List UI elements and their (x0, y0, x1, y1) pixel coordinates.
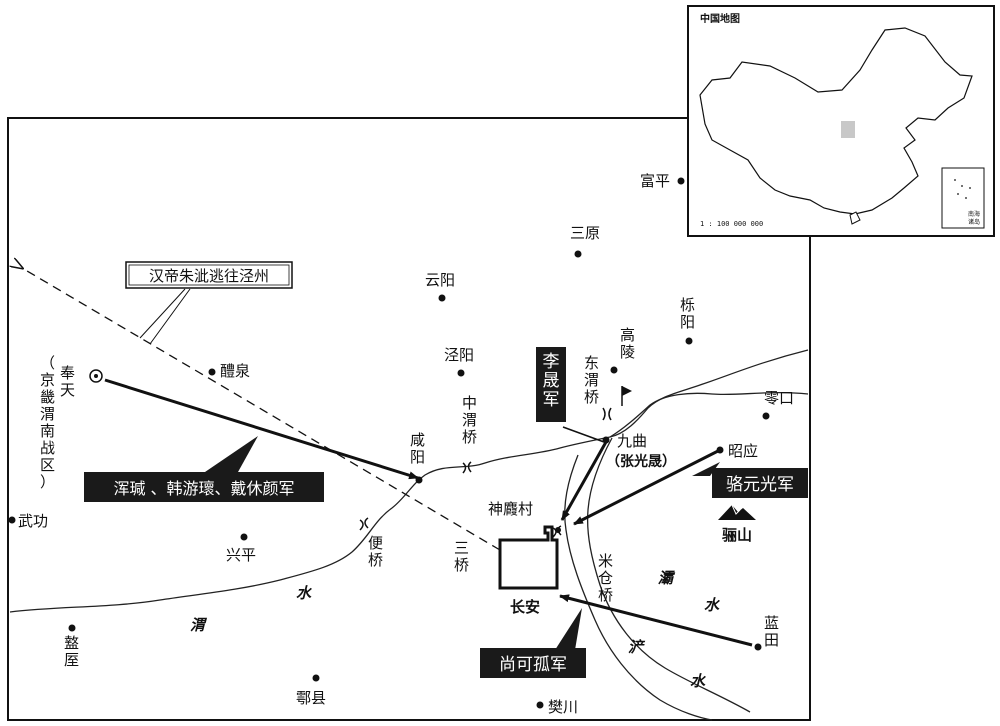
inset-title: 中国地图 (700, 12, 740, 25)
svg-text:李晟军: 李晟军 (543, 352, 560, 410)
svg-text:诸岛: 诸岛 (968, 218, 980, 226)
place-fuping: 富平 (640, 172, 670, 190)
place-fengtian: 奉天 (60, 364, 75, 399)
place-lingkou: 零口 (764, 389, 794, 407)
bridge-zhongwei: 中渭桥 (462, 394, 477, 446)
place-zhouzhi: 盩厔 (64, 634, 79, 669)
place-fengtian-note: （京畿渭南战区） (40, 354, 55, 491)
svg-text:浑瑊 、韩游瓌、戴休颜军: 浑瑊 、韩游瓌、戴休颜军 (113, 479, 294, 498)
place-xianyang: 咸阳 (410, 431, 425, 466)
svg-text:骆元光军: 骆元光军 (726, 475, 794, 495)
place-jiuqu: 九曲 (617, 432, 647, 450)
army-arrows (104, 378, 753, 647)
army-label-lisheng: 李晟军 (536, 347, 566, 422)
river-wei-1: 渭 (190, 616, 208, 634)
flag-icon (621, 386, 632, 406)
place-xingping: 兴平 (226, 546, 256, 564)
svg-text:南海: 南海 (968, 210, 980, 218)
inset-scale: 1 : 100 000 000 (700, 220, 763, 228)
hun-army-arrow (104, 378, 419, 480)
bridge-bian: 便桥 (368, 534, 383, 569)
place-yunyang: 云阳 (425, 271, 455, 289)
city-dots (8, 177, 770, 709)
place-huxian: 鄠县 (296, 689, 326, 707)
place-fanchuan: 樊川 (548, 698, 578, 716)
place-jiuqu-note: （张光晟） (606, 453, 676, 470)
army-label-shangkegu: 尚可孤军 (480, 608, 586, 678)
place-liyang: 栎阳 (680, 296, 695, 331)
mountain-icon (718, 504, 756, 520)
route-label: 汉帝朱泚逃往泾州 (149, 267, 269, 285)
place-wugong: 武功 (18, 512, 48, 530)
place-lantian: 蓝田 (764, 614, 779, 649)
lisheng-leader-line (562, 426, 605, 443)
place-gaoling: 高陵 (620, 326, 635, 361)
place-sanyuan: 三原 (570, 224, 600, 242)
shangkegu-army-arrow (559, 594, 753, 647)
bridge-san: 三桥 (454, 539, 469, 574)
map-frame (7, 117, 811, 721)
ba-river (586, 437, 751, 713)
inset-highlight-region (841, 121, 855, 138)
svg-text:尚可孤军: 尚可孤军 (499, 655, 567, 675)
wei-river (9, 349, 809, 613)
bridge-micang: 米仓桥 (598, 552, 613, 604)
bridge-dongwei: 东渭桥 (584, 354, 599, 406)
lisheng-army-arrow-1 (560, 441, 608, 521)
army-label-luoyuanguang: 骆元光军 (692, 462, 808, 498)
army-label-hun: 浑瑊 、韩游瓌、戴休颜军 (84, 436, 324, 502)
place-lishan: 骊山 (722, 526, 752, 544)
place-liquan: 醴泉 (220, 362, 250, 380)
retreat-route-line (22, 268, 501, 551)
river-ba-2: 水 (704, 596, 720, 614)
inset-china-map: 中国地图 南海 诸岛 1 : 100 000 000 (687, 5, 995, 237)
river-wei-2: 水 (296, 584, 312, 602)
luoyuanguang-army-arrow (573, 448, 721, 526)
place-jingyang: 泾阳 (444, 346, 474, 364)
place-shenlu: 神麚村 (488, 500, 533, 518)
route-label-callout: 汉帝朱泚逃往泾州 (125, 261, 293, 345)
place-changan: 长安 (510, 598, 540, 616)
bridge-symbols (359, 407, 612, 538)
changan-city-walls (498, 525, 559, 590)
river-chan-2: 水 (690, 672, 706, 690)
fengtian-capital-icon (89, 369, 103, 383)
river-chan-1: 浐 (628, 638, 646, 656)
river-ba-1: 灞 (658, 569, 676, 587)
place-zhaoying: 昭应 (728, 442, 758, 460)
